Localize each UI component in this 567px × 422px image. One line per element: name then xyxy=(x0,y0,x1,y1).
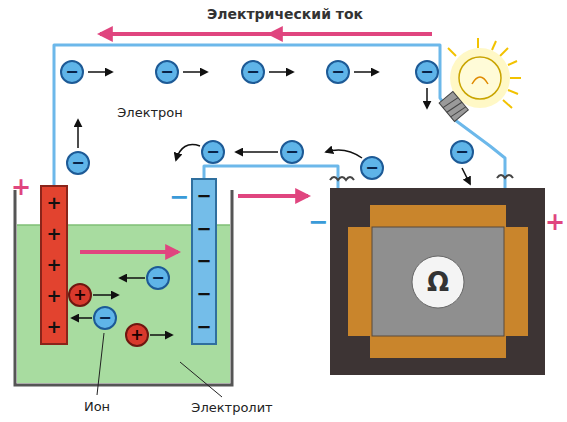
sign-text: − xyxy=(98,310,111,326)
source-housing xyxy=(330,188,545,375)
terminal-coil xyxy=(497,175,513,178)
sign-text: + xyxy=(130,327,143,343)
sign-text: − xyxy=(65,64,78,80)
lamp-bulb xyxy=(459,57,501,99)
electron: − xyxy=(360,156,384,180)
source-panel xyxy=(372,227,504,336)
electron-label: Электрон xyxy=(117,106,183,119)
electron: − xyxy=(450,140,474,164)
positive-ion: + xyxy=(68,283,92,307)
electron: − xyxy=(415,60,439,84)
sign-text: + xyxy=(46,318,61,336)
polarity-sign: − xyxy=(308,210,328,234)
electrolyte-label: Электролит xyxy=(191,401,272,414)
current-title: Электрический ток xyxy=(207,6,363,22)
sign-text: − xyxy=(196,318,211,336)
sign-text: − xyxy=(365,160,378,176)
electron: − xyxy=(326,60,350,84)
cathode-plate: − − − − − xyxy=(191,178,217,345)
polarity-sign: + xyxy=(11,175,31,199)
electron: − xyxy=(241,60,265,84)
negative-ion: − xyxy=(146,266,170,290)
sign-text: − xyxy=(455,144,468,160)
sign-text: − xyxy=(331,64,344,80)
sign-text: − xyxy=(246,64,259,80)
lamp xyxy=(439,38,521,121)
sign-text: − xyxy=(206,144,219,160)
sign-text: − xyxy=(196,252,211,270)
sign-text: − xyxy=(196,220,211,238)
sign-text: − xyxy=(285,144,298,160)
current-arrows xyxy=(80,34,432,252)
source-dial xyxy=(412,256,464,308)
sign-text: − xyxy=(196,285,211,303)
source-frame xyxy=(348,205,528,358)
terminal-coil xyxy=(330,177,354,180)
power-source-body xyxy=(330,175,545,375)
sign-text: − xyxy=(420,64,433,80)
electron: − xyxy=(155,60,179,84)
sign-text: + xyxy=(46,256,61,274)
power-source: Ω xyxy=(330,188,545,375)
sign-text: Ω xyxy=(427,269,449,295)
sign-text: − xyxy=(151,270,164,286)
electron: − xyxy=(280,140,304,164)
ion-label: Ион xyxy=(84,400,110,413)
polarity-sign: − xyxy=(169,185,189,209)
lamp-filament xyxy=(472,77,488,84)
lamp-base xyxy=(439,91,468,121)
sign-text: − xyxy=(71,155,84,171)
electron: − xyxy=(201,140,225,164)
sign-text: + xyxy=(73,287,86,303)
sign-text: + xyxy=(46,287,61,305)
anode-plate: + + + + + xyxy=(40,185,68,345)
electron: − xyxy=(66,151,90,175)
sign-text: + xyxy=(46,194,61,212)
sign-text: − xyxy=(160,64,173,80)
positive-ion: + xyxy=(125,323,149,347)
sign-text: + xyxy=(46,225,61,243)
negative-ion: − xyxy=(93,306,117,330)
lamp-rays xyxy=(448,38,521,108)
wire xyxy=(54,45,505,188)
sign-text: − xyxy=(196,187,211,205)
electron: − xyxy=(60,60,84,84)
wire xyxy=(204,166,338,188)
motion-arrows xyxy=(72,72,470,335)
polarity-sign: + xyxy=(545,210,565,234)
